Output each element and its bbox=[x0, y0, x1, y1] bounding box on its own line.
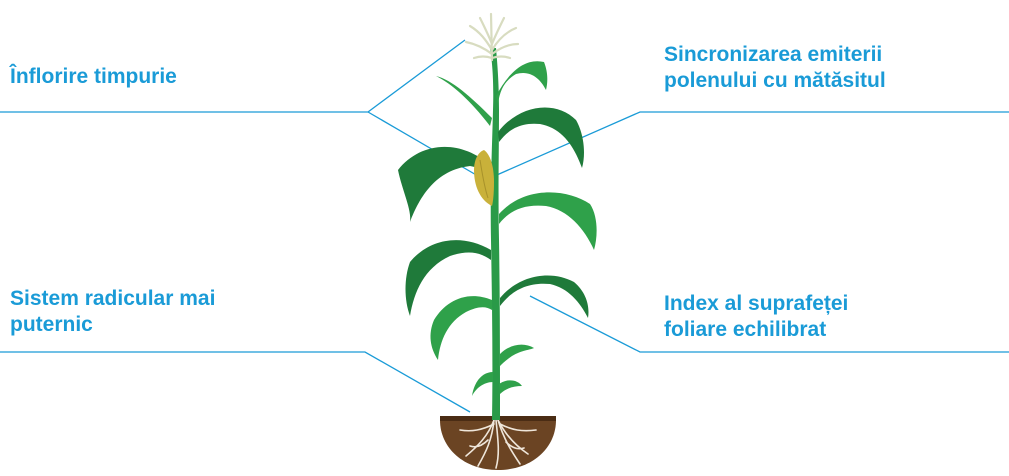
leaf bbox=[430, 296, 492, 360]
stalk bbox=[490, 48, 500, 420]
label-pollen-sync: Sincronizarea emiterii polenului cu mătă… bbox=[664, 42, 886, 94]
leaf bbox=[499, 192, 597, 250]
leaf bbox=[498, 107, 584, 168]
label-root-system: Sistem radicular mai puternic bbox=[10, 286, 215, 338]
leaf bbox=[499, 380, 522, 394]
leaf bbox=[405, 240, 491, 316]
leaves bbox=[398, 61, 597, 396]
leaf bbox=[500, 275, 589, 318]
label-root-system-line1: Sistem radicular mai bbox=[10, 287, 216, 310]
leaf bbox=[436, 76, 492, 126]
leaf bbox=[472, 372, 493, 396]
label-pollen-sync-line1: Sincronizarea emiterii bbox=[664, 43, 883, 66]
leader-line-leaf-area bbox=[529, 295, 1009, 353]
label-pollen-sync-line2: polenului cu mătăsitul bbox=[664, 69, 886, 92]
label-leaf-area: Index al suprafeței foliare echilibrat bbox=[664, 291, 848, 343]
label-leaf-area-line1: Index al suprafeței bbox=[664, 292, 849, 315]
label-early-flowering-line1: Înflorire timpurie bbox=[10, 65, 177, 88]
label-root-system-line2: puternic bbox=[10, 313, 93, 336]
leaf bbox=[500, 344, 534, 366]
roots bbox=[459, 419, 537, 469]
leaf bbox=[496, 61, 548, 104]
label-leaf-area-line2: foliare echilibrat bbox=[664, 318, 827, 341]
leaf bbox=[398, 146, 491, 222]
tassel bbox=[464, 12, 520, 62]
label-early-flowering: Înflorire timpurie bbox=[10, 64, 177, 90]
leader-line-pollen-sync bbox=[489, 111, 1009, 179]
corn-ear bbox=[474, 150, 494, 206]
leader-line-root-system bbox=[0, 351, 471, 413]
